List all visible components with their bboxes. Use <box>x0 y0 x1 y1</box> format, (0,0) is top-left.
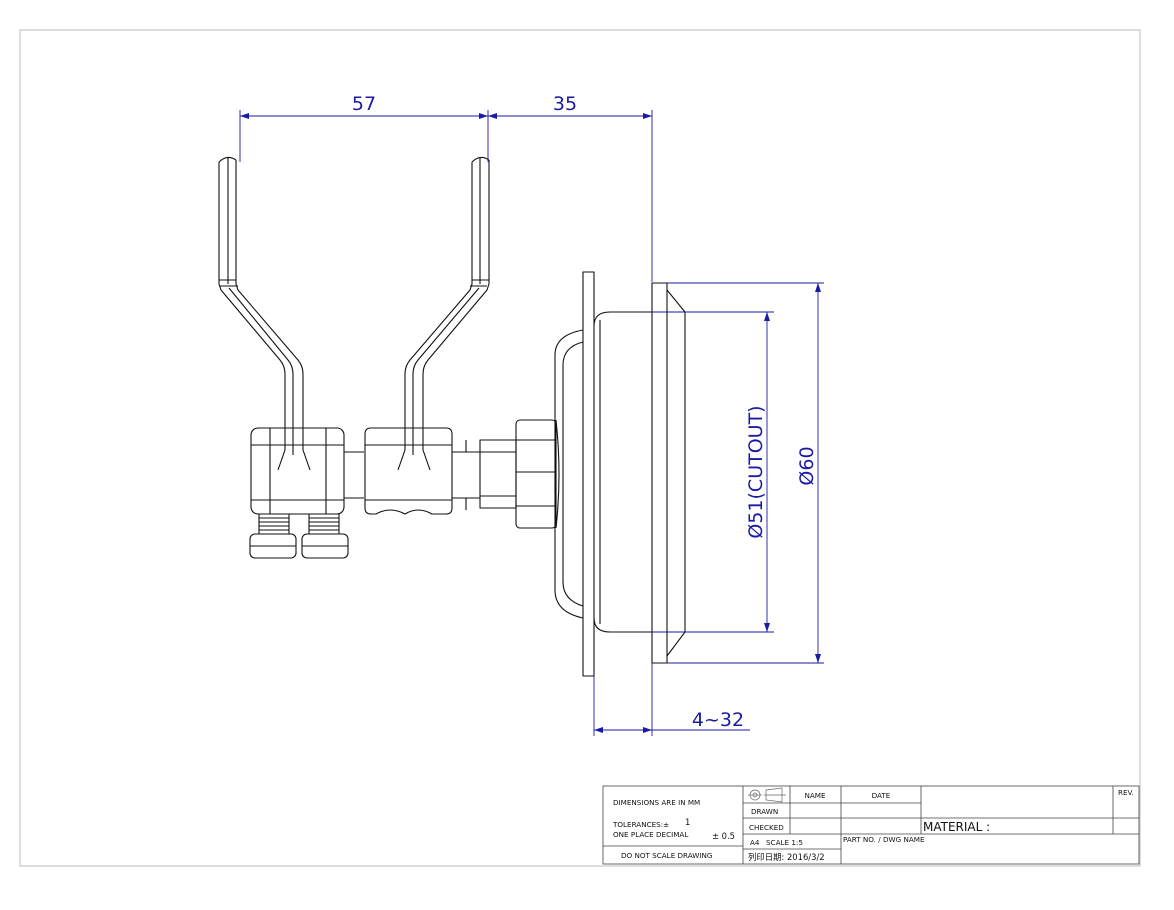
flange <box>554 271 595 677</box>
dim-35-label: 35 <box>553 93 577 115</box>
material-label: MATERIAL : <box>923 820 990 834</box>
dim-57-label: 57 <box>352 93 376 115</box>
spindle <box>479 439 517 509</box>
sheet-border <box>19 29 1141 867</box>
dimension-lines <box>239 110 824 736</box>
tolerances-value: 1 <box>685 817 690 827</box>
dim-outer-diameter-label: Ø60 <box>796 446 818 485</box>
left-handle <box>218 156 311 471</box>
dim-panel-range-label: 4~32 <box>692 709 744 731</box>
name-header: NAME <box>804 791 825 800</box>
projection-symbol-icon <box>748 787 786 803</box>
revision-label: REV. <box>1118 788 1134 797</box>
sheet-size-label: A4 <box>750 838 760 847</box>
do-not-scale-note: DO NOT SCALE DRAWING <box>621 851 712 860</box>
part-number-label: PART NO. / DWG NAME <box>843 835 925 844</box>
drawn-label: DRAWN <box>751 807 778 816</box>
housing <box>593 282 686 664</box>
shaft <box>344 440 480 510</box>
dim-cutout-label: Ø51(CUTOUT) <box>745 405 767 538</box>
tolerances-label: TOLERANCES:± <box>612 820 669 829</box>
print-date-label: 列印日期: 2016/3/2 <box>748 852 825 862</box>
left-clamp-block <box>250 427 345 515</box>
hex-nut <box>515 419 560 529</box>
title-block <box>602 785 1140 865</box>
checked-label: CHECKED <box>749 823 784 832</box>
one-place-decimal-label: ONE PLACE DECIMAL <box>613 830 688 839</box>
right-handle <box>397 156 490 471</box>
set-screws <box>249 513 349 559</box>
right-clamp-block <box>364 427 453 515</box>
dimensions-note: DIMENSIONS ARE IN MM <box>613 798 700 807</box>
scale-label: SCALE 1:5 <box>766 838 803 847</box>
part-outline <box>218 156 686 677</box>
date-header: DATE <box>872 791 891 800</box>
one-place-decimal-value: ± 0.5 <box>712 831 735 841</box>
